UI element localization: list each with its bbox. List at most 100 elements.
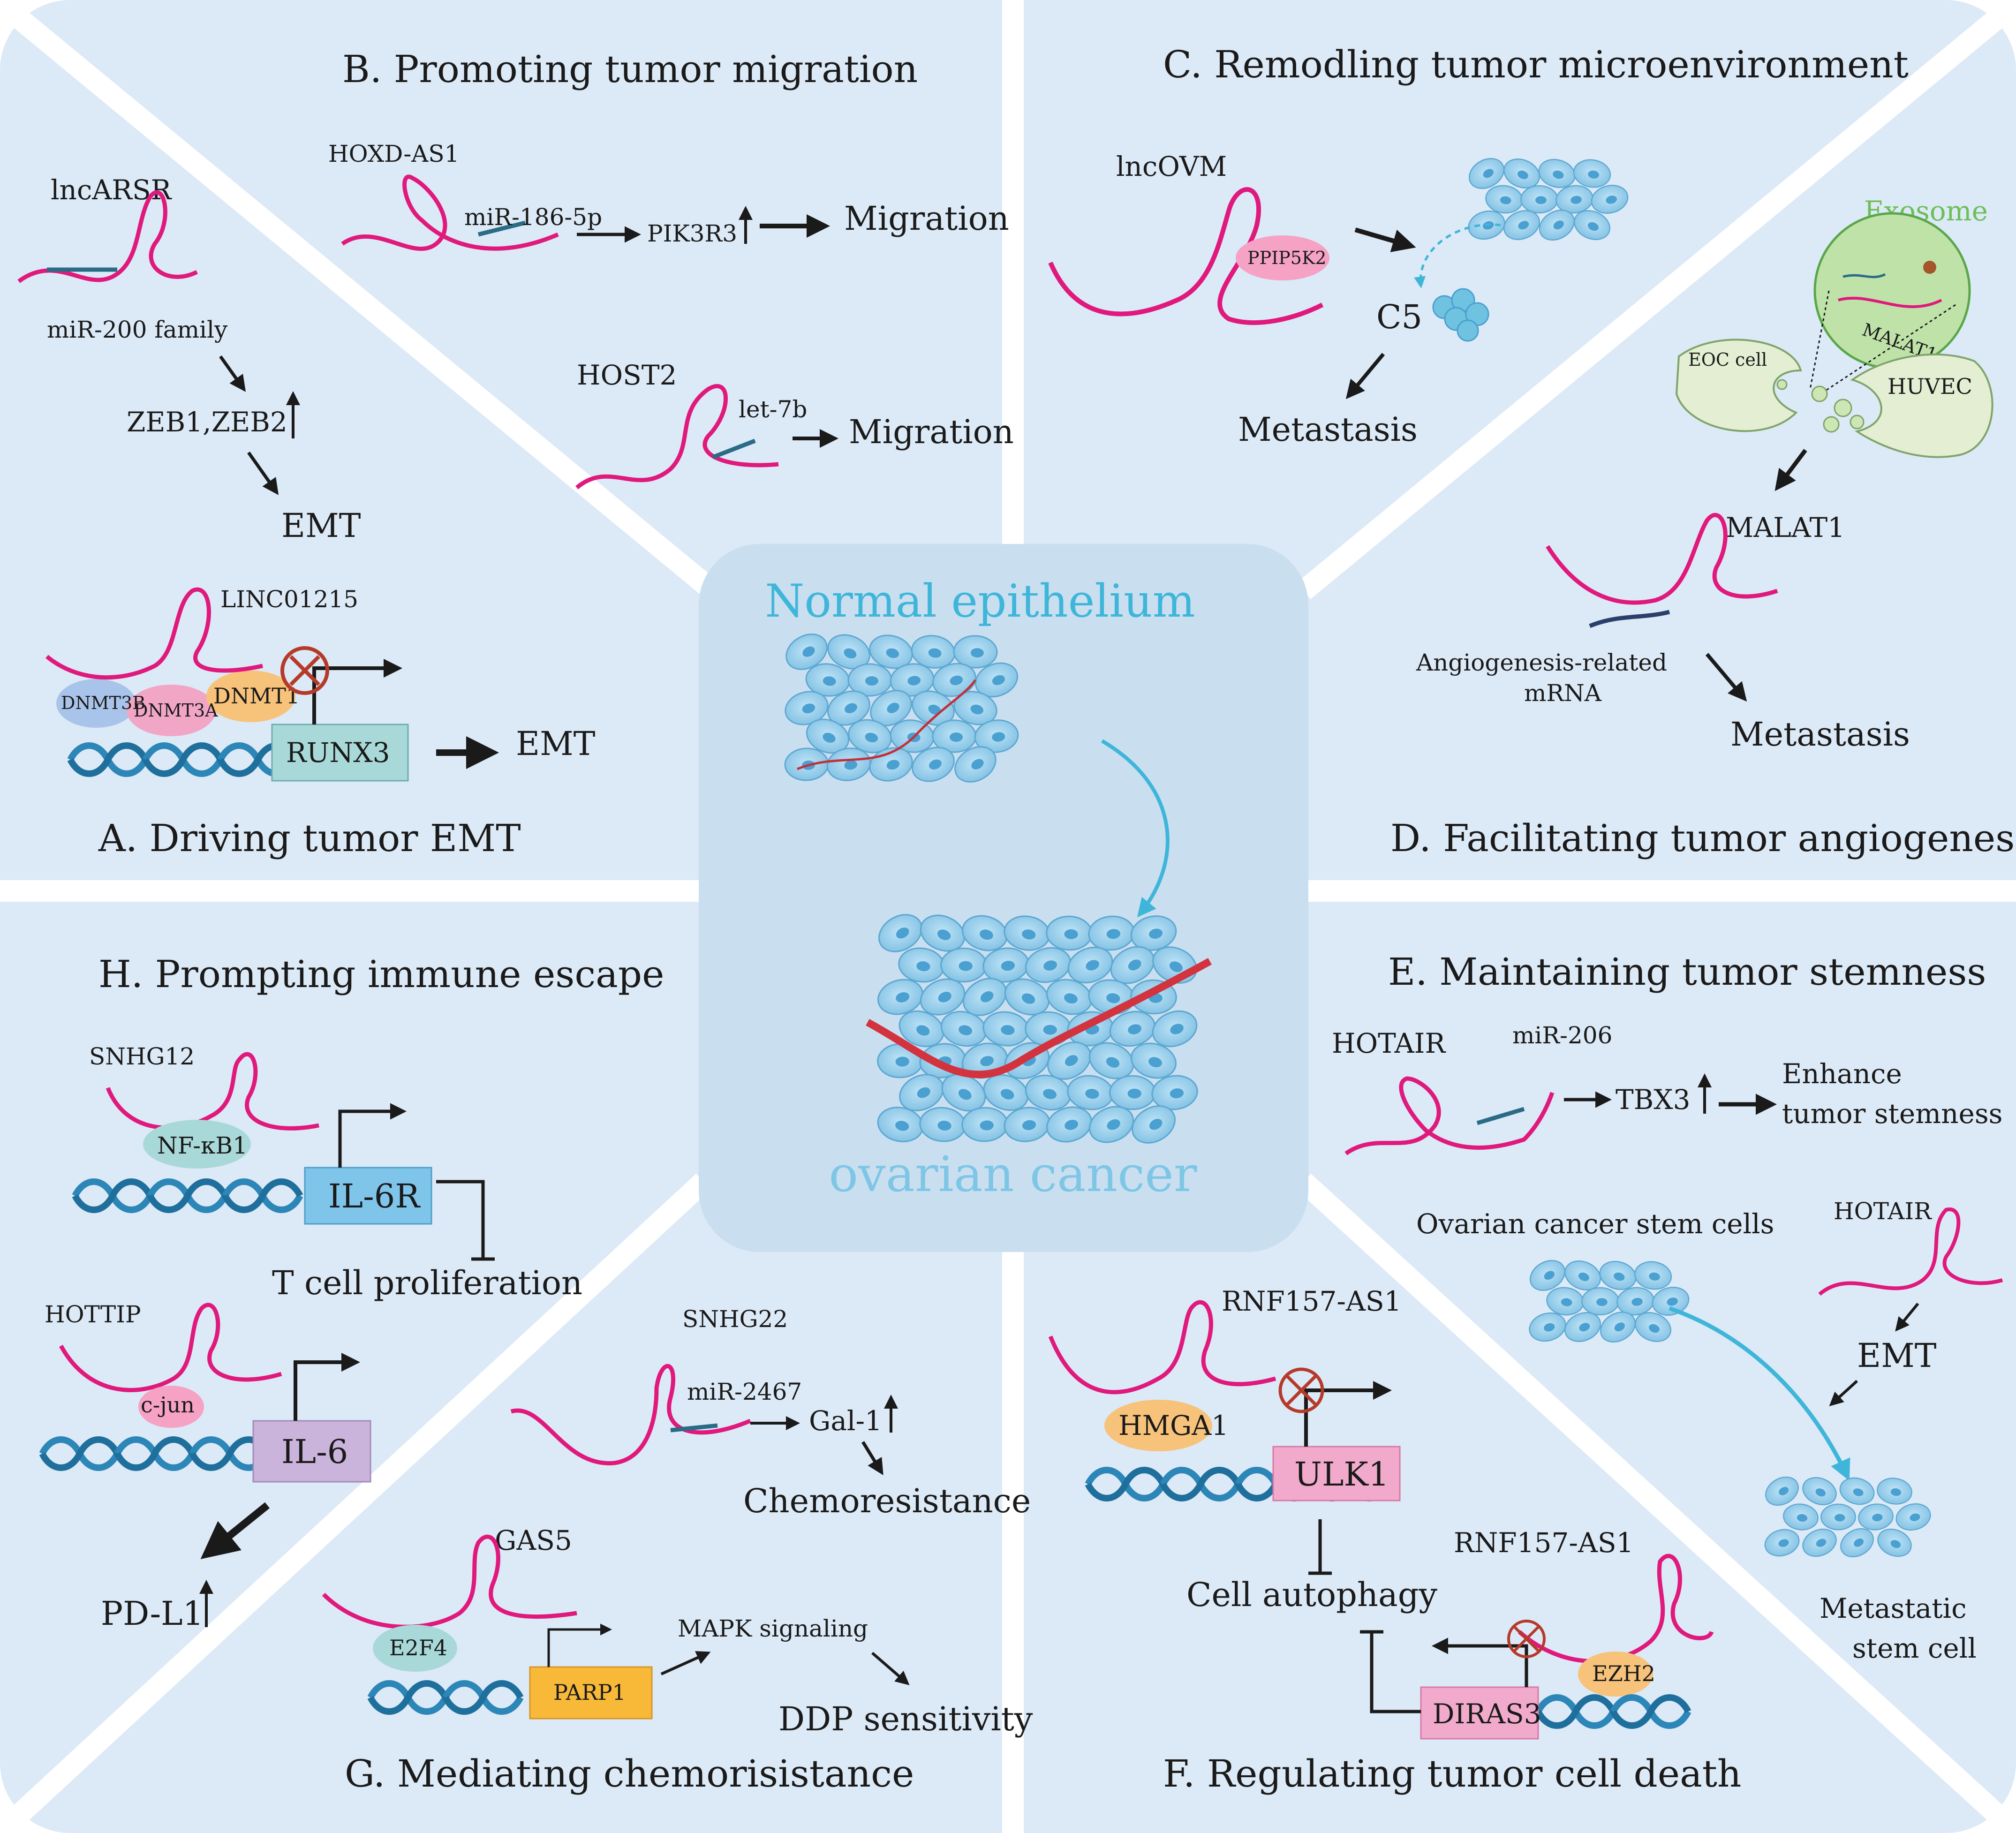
arrow-g2 bbox=[861, 1441, 883, 1475]
e2f4-label: E2F4 bbox=[389, 1635, 447, 1660]
ddp-label: DDP sensitivity bbox=[778, 1700, 1033, 1738]
pik3r3-label: PIK3R3 bbox=[647, 220, 737, 247]
il6r-box bbox=[304, 1167, 432, 1225]
let7b-strand bbox=[712, 438, 756, 460]
ezh2-label: EZH2 bbox=[1592, 1661, 1655, 1686]
arrow-g4 bbox=[871, 1652, 910, 1685]
mapk-label: MAPK signaling bbox=[678, 1615, 868, 1642]
mir206-strand bbox=[1476, 1107, 1525, 1125]
cell-icon bbox=[1520, 185, 1558, 214]
huvec-label: HUVEC bbox=[1888, 374, 1972, 399]
let7b-label: let-7b bbox=[739, 396, 807, 423]
c5-label: C5 bbox=[1376, 298, 1422, 336]
il6-box bbox=[252, 1420, 371, 1483]
panel-h: H. Prompting immune escape SNHG12 NF-κB1… bbox=[42, 952, 664, 1633]
inhibition-icon-f2 bbox=[1507, 1620, 1546, 1658]
panel-g-title: G. Mediating chemorisistance bbox=[345, 1752, 914, 1795]
emt-label-2: EMT bbox=[516, 724, 595, 763]
malat1-label: MALAT1 bbox=[1726, 512, 1845, 543]
snhg12-label: SNHG12 bbox=[89, 1043, 195, 1070]
parp1-box bbox=[529, 1666, 653, 1720]
nfkb1-protein bbox=[143, 1120, 251, 1169]
dnmt1-label: DNMT1 bbox=[213, 683, 300, 709]
ulk1-box bbox=[1272, 1446, 1401, 1501]
center-top-label: Normal epithelium bbox=[765, 575, 1195, 627]
arrow-e4 bbox=[1829, 1380, 1858, 1407]
arrow-g3 bbox=[660, 1651, 711, 1675]
panel-f: F. Regulating tumor cell death RNF157-AS… bbox=[1048, 1285, 1741, 1795]
emt-label-1: EMT bbox=[281, 506, 361, 545]
il6r-label: IL-6R bbox=[328, 1177, 421, 1215]
snhg22-rna bbox=[510, 1364, 751, 1465]
tumor-cell-cluster bbox=[1463, 152, 1631, 247]
capillary bbox=[797, 679, 977, 770]
runx3-box bbox=[271, 724, 409, 782]
hoxd-as1-rna bbox=[341, 174, 559, 251]
hotair-rna-2 bbox=[1818, 1207, 2003, 1296]
cell-icon bbox=[1581, 1287, 1619, 1316]
dnmt3a-label: DNMT3A bbox=[134, 700, 218, 721]
center-bottom-label: ovarian cancer bbox=[829, 1146, 1197, 1203]
mir186-strand bbox=[477, 220, 526, 237]
hottip-rna bbox=[59, 1303, 282, 1392]
hotair-label-2: HOTAIR bbox=[1834, 1198, 1932, 1225]
malat1-rna bbox=[1546, 513, 1778, 605]
arrow-e3 bbox=[1895, 1303, 1919, 1332]
eoc-label: EOC cell bbox=[1688, 349, 1767, 370]
cell-icon bbox=[1820, 1503, 1857, 1531]
dnmt1-protein bbox=[206, 671, 295, 722]
arrow-h1 bbox=[200, 1502, 270, 1560]
lncovm-label: lncOVM bbox=[1116, 151, 1227, 182]
arrow-d1 bbox=[1774, 449, 1807, 491]
arrow-c2 bbox=[1345, 353, 1385, 400]
panel-g: G. Mediating chemorisistance SNHG22 miR-… bbox=[322, 1305, 1033, 1795]
nfkb1-label: NF-κB1 bbox=[157, 1132, 248, 1159]
normal-epithelium-cells bbox=[779, 626, 1023, 790]
progression-arrow bbox=[1101, 739, 1170, 918]
mir206-label: miR-206 bbox=[1512, 1022, 1612, 1049]
blood-vessel bbox=[866, 958, 1212, 1079]
chemoresistance-label: Chemoresistance bbox=[743, 1482, 1031, 1520]
rnf157-rna-1 bbox=[1048, 1300, 1276, 1395]
diras3-promoter-arrow bbox=[1432, 1637, 1528, 1687]
il6-label: IL-6 bbox=[281, 1433, 348, 1471]
ovarian-cancer-stem-cells bbox=[1524, 1254, 1692, 1349]
lncovm-rna bbox=[1048, 187, 1324, 325]
host2-rna bbox=[575, 384, 779, 490]
mir2467-strand bbox=[670, 1423, 718, 1433]
metastasis-label-c: Metastasis bbox=[1238, 410, 1418, 449]
cell-icon bbox=[1109, 1075, 1156, 1110]
il6-promoter-arrow bbox=[294, 1353, 360, 1421]
linc01215-label: LINC01215 bbox=[220, 586, 358, 613]
migration-label-2: Migration bbox=[849, 413, 1014, 451]
panel-f-title: F. Regulating tumor cell death bbox=[1163, 1752, 1741, 1795]
hotair-rna-1 bbox=[1344, 1076, 1555, 1155]
host2-label: HOST2 bbox=[577, 359, 677, 391]
lncarsr-label: lncARSR bbox=[51, 174, 173, 206]
runx3-label: RUNX3 bbox=[286, 737, 390, 769]
arrow-a1 bbox=[219, 355, 246, 392]
ulk1-promoter-arrow bbox=[1304, 1381, 1392, 1447]
ezh2-protein bbox=[1578, 1652, 1653, 1697]
emt-label-e: EMT bbox=[1857, 1336, 1936, 1375]
diras3-box bbox=[1420, 1686, 1539, 1740]
snhg22-label: SNHG22 bbox=[682, 1305, 788, 1333]
autophagy-label: Cell autophagy bbox=[1186, 1576, 1438, 1614]
metastatic-stem-cells bbox=[1760, 1471, 1934, 1563]
hmga1-protein bbox=[1104, 1400, 1212, 1451]
migration-label-1: Migration bbox=[844, 199, 1009, 238]
inhibition-icon bbox=[280, 646, 329, 695]
cjun-label: c-jun bbox=[141, 1392, 195, 1418]
c5-particles bbox=[1432, 288, 1489, 342]
angio-label-1: Angiogenesis-related bbox=[1416, 649, 1667, 676]
parp1-label: PARP1 bbox=[553, 1680, 626, 1705]
enhance-label-1: Enhance bbox=[1782, 1058, 1902, 1090]
ulk1-label: ULK1 bbox=[1294, 1455, 1389, 1494]
ovarian-cancer-cells bbox=[866, 906, 1212, 1151]
panel-a: A. Driving tumor EMT lncARSR miR-200 fam… bbox=[17, 174, 595, 860]
mir200-label: miR-200 family bbox=[47, 316, 228, 343]
huvec-cell bbox=[1850, 353, 1993, 458]
panel-c: C. Remodling tumor microenvironment lncO… bbox=[1048, 43, 1909, 449]
hmga1-label: HMGA1 bbox=[1118, 1410, 1229, 1441]
dnmt3b-label: DNMT3B bbox=[61, 693, 145, 713]
